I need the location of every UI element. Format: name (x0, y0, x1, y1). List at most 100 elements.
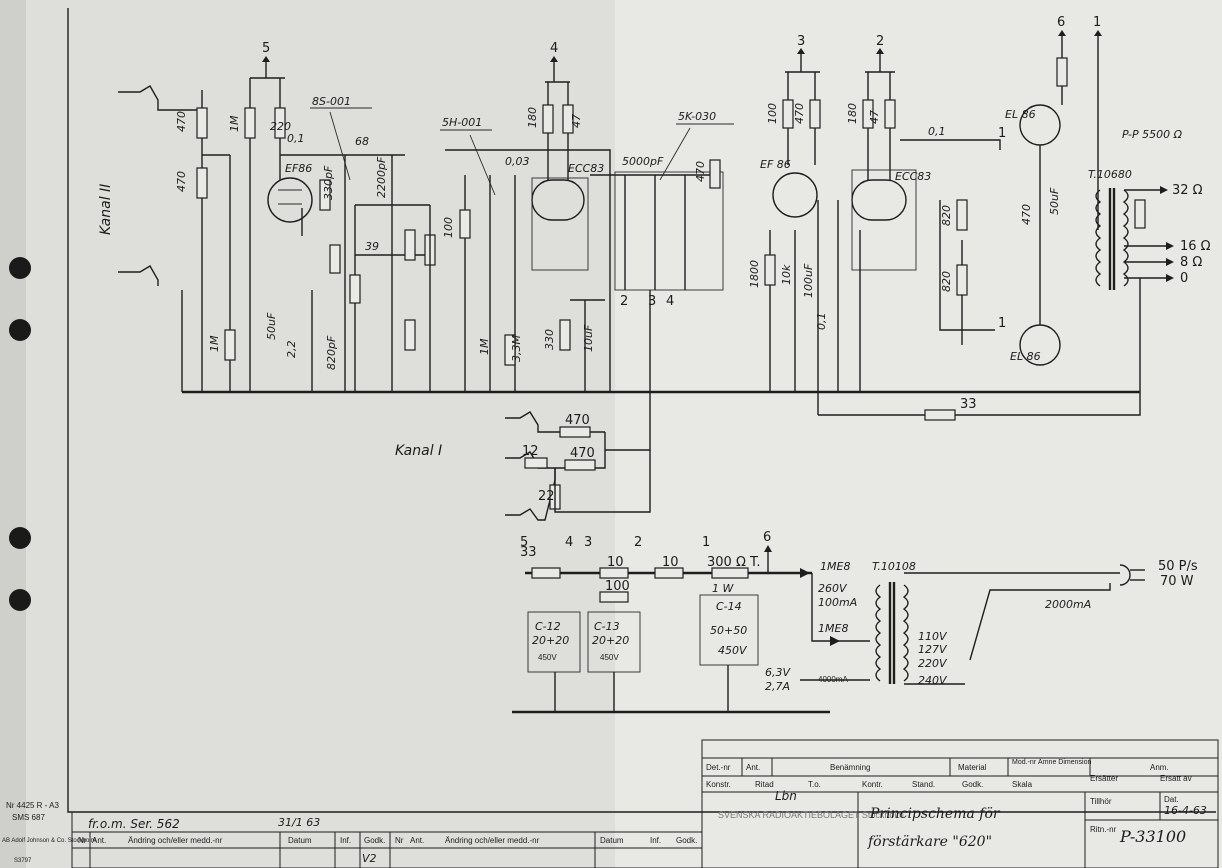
drawing-border (67, 8, 1216, 813)
ps-c14-val: 50+50 (710, 624, 747, 637)
tb-col-material: Material (958, 763, 987, 772)
ps-term-1: 1 (702, 535, 710, 550)
ps-arrow-term-6 (764, 545, 772, 552)
tb-godk: Godk. (962, 780, 983, 789)
tb-ritn-label: Ritn.-nr (1090, 825, 1117, 834)
tb-rev-col-change: Ändring och/eller medd.-nr (128, 836, 223, 845)
resistor-r8 (404, 229, 416, 261)
label-2200pf: 2200pF (375, 156, 388, 198)
tb-rev-col-ant: Ant. (92, 836, 106, 845)
label-820pf: 820pF (325, 335, 338, 370)
ps-hv-i: 100mA (818, 596, 857, 609)
pointer-5k-030 (659, 127, 691, 181)
resistor-470-a (196, 107, 208, 139)
tb-title-2: förstärkare "620" (867, 834, 992, 850)
label-330pf: 330pF (322, 165, 335, 200)
ps-r10-b: 10 (662, 555, 679, 570)
resistor-1800 (764, 254, 776, 286)
resistor-r39 (1134, 199, 1146, 229)
tb-v-mark: V2 (362, 852, 377, 865)
ps-c14-box (699, 594, 759, 666)
wire-ch1-gnd (554, 450, 651, 513)
ps-c13-val: 20+20 (592, 634, 629, 647)
label-ef86-v1: EF86 (285, 162, 312, 175)
label-5k-030: 5K-030 (678, 110, 716, 123)
resistor-470-in-b (564, 459, 596, 471)
tb-date-label: Dat. (1164, 795, 1179, 804)
resistor-820 (956, 199, 968, 231)
tb-stand: Stand. (912, 780, 935, 789)
arrow-out-8 (1166, 258, 1174, 266)
tube-ef86-v3 (772, 172, 818, 218)
ps-tap-220: 220V (918, 657, 948, 670)
label-33-feedback: 33 (960, 397, 977, 412)
ps-rect-2: 1ME8 (818, 622, 848, 635)
resistor-3-3m (504, 334, 516, 366)
tb-rev-note: fr.o.m. Ser. 562 (88, 817, 180, 831)
input-jack-ch2-top (118, 85, 202, 111)
binding-edge (0, 0, 26, 868)
label-out-32: 32 Ω (1172, 183, 1203, 198)
ps-c12-box (527, 611, 581, 673)
arrow-terminal-3 (797, 48, 805, 54)
label-5h-001: 5H-001 (442, 116, 482, 129)
tb-left-code: Nr 4425 R - A3 (6, 801, 59, 810)
ps-r41 (599, 567, 629, 579)
label-out-8: 8 Ω (1180, 255, 1202, 270)
pointer-8s-001 (329, 111, 351, 181)
tube-v2-shield (531, 177, 589, 271)
ps-c12-val: 20+20 (532, 634, 569, 647)
arrow-out-0 (1166, 274, 1174, 282)
arrow-terminal-2 (876, 48, 884, 54)
ps-r300-w: 1 W (712, 582, 734, 595)
label-01-b: 0,1 (815, 313, 828, 331)
arrow-terminal-4 (550, 56, 558, 62)
tb-skala: Skala (1012, 780, 1033, 789)
tb-ritn: P-33100 (1119, 827, 1186, 846)
label-out-0: 0 (1180, 271, 1188, 286)
resistor-68-low (404, 319, 416, 351)
label-470-c: 470 (694, 161, 707, 182)
label-220: 220 (270, 120, 291, 133)
tb-date: 16-4-63 (1164, 804, 1207, 817)
arrow-terminal-6 (1058, 30, 1066, 36)
tb-col-ant: Ant. (746, 763, 760, 772)
terminal-3: 3 (797, 34, 805, 49)
label-470-b: 470 (175, 171, 188, 192)
power-supply: 33 5 4 3 2 1 6 10 100 10 300 Ω T. 1 W C-… (512, 530, 1198, 714)
arrow-terminal-5 (262, 56, 270, 62)
tb-left-sms: SMS 687 (12, 813, 45, 822)
tb-rev2-col-inf: Inf. (650, 836, 661, 845)
terminal-4: 4 (550, 41, 558, 56)
ps-c12-v: 450V (538, 653, 557, 662)
title-block: Nr 4425 R - A3 SMS 687 AB Adolf Johnson … (2, 739, 1219, 868)
resistor-1m-screen (244, 107, 256, 139)
ps-c14-v: 450V (718, 644, 748, 657)
ps-r300: 300 Ω T. (707, 555, 761, 570)
scan-left-half (0, 0, 615, 868)
label-12: 12 (522, 444, 539, 459)
ps-c14: C-14 (716, 600, 742, 613)
tb-col-benamning: Benämning (830, 763, 870, 772)
resistor-33-feedback (924, 409, 956, 421)
tb-left-small: S3797 (14, 858, 32, 864)
label-50uf: 50uF (1048, 187, 1061, 215)
label-100: 100 (442, 217, 455, 238)
terminal-5: 5 (262, 41, 270, 56)
input-jack-ch1-top (505, 411, 605, 433)
label-180-b: 180 (846, 103, 859, 124)
ps-hv: 260V (818, 582, 848, 595)
wire-ecc83-frame (445, 149, 611, 392)
box-5k-030 (614, 171, 724, 291)
tube-ef86-v1 (267, 177, 313, 223)
ps-wire-fuse (1060, 583, 1111, 591)
pin-2: 2 (620, 294, 628, 309)
tb-rev-col-inf: Inf. (340, 836, 351, 845)
punch-hole-3 (9, 527, 31, 549)
resistor-1m-grid-v1 (224, 329, 236, 361)
wire-v4-to-el86-bottom (939, 200, 995, 331)
label-68: 68 (355, 135, 369, 148)
tb-tillhor: Tillhör (1090, 797, 1112, 806)
ps-terminal-5: 33 (520, 545, 537, 560)
